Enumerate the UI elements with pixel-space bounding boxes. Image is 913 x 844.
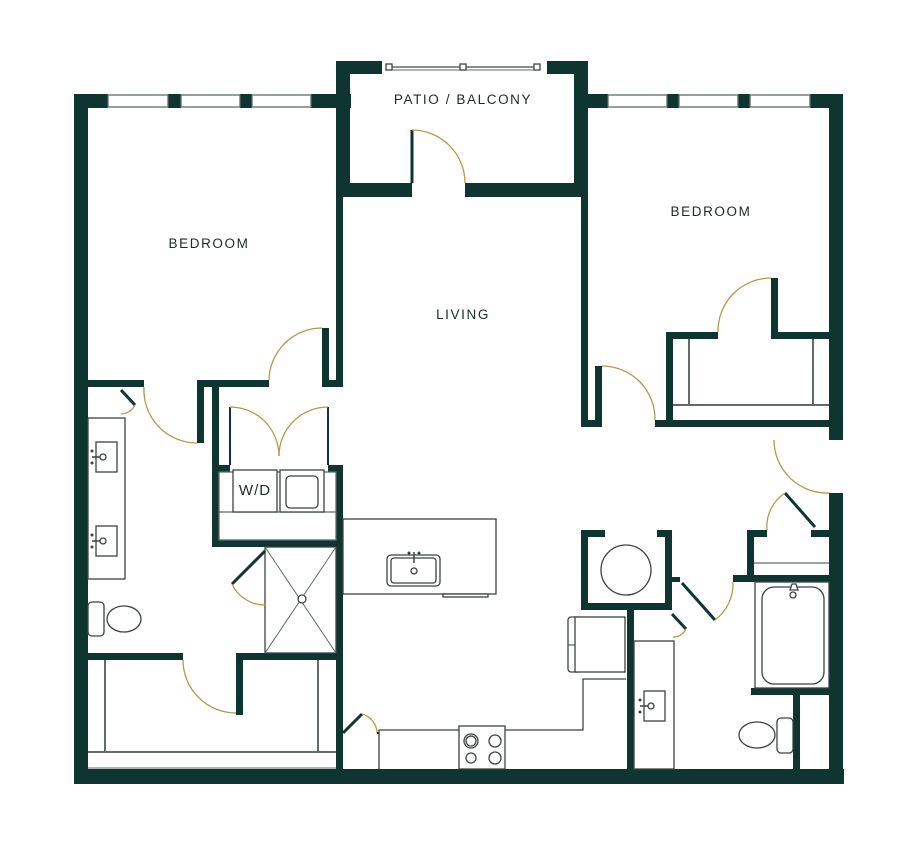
closet-left-door[interactable] bbox=[182, 659, 237, 714]
room-label-patio: PATIO / BALCONY bbox=[393, 92, 533, 107]
stove-icon bbox=[458, 725, 506, 770]
sink-icon bbox=[90, 525, 118, 557]
toilet-icon bbox=[738, 717, 794, 754]
closet-right-door[interactable] bbox=[717, 277, 772, 333]
sink-icon bbox=[90, 441, 118, 473]
interior-walls-right bbox=[581, 197, 830, 427]
exterior-walls bbox=[74, 94, 844, 784]
interior-walls-bath-right bbox=[581, 530, 831, 770]
closet-right bbox=[673, 339, 829, 406]
patio-door[interactable] bbox=[410, 129, 466, 184]
room-label-bedroom-right: BEDROOM bbox=[670, 204, 752, 219]
bathroom-left-door[interactable] bbox=[143, 386, 198, 444]
toilet-icon bbox=[87, 601, 142, 637]
interior-walls-left bbox=[88, 197, 343, 770]
shower-icon bbox=[264, 546, 337, 654]
bedroom-left-door[interactable] bbox=[268, 327, 323, 381]
kitchen-counter bbox=[378, 678, 626, 769]
linen-right-door[interactable] bbox=[754, 492, 829, 564]
water-heater-door[interactable] bbox=[680, 581, 734, 621]
closet-left bbox=[88, 660, 336, 769]
refrigerator-icon bbox=[567, 616, 626, 673]
shower-door[interactable] bbox=[230, 549, 267, 606]
entry-door[interactable] bbox=[773, 439, 830, 494]
window-icon bbox=[107, 94, 811, 108]
water-heater-icon bbox=[600, 544, 652, 596]
sink-icon bbox=[386, 551, 441, 587]
laundry-doors[interactable] bbox=[229, 406, 329, 465]
bedroom-right-door[interactable] bbox=[601, 365, 656, 421]
bathtub-icon bbox=[754, 581, 830, 689]
room-label-laundry: W/D bbox=[238, 482, 272, 499]
bath-right-closet-door[interactable] bbox=[670, 612, 688, 638]
room-label-living: LIVING bbox=[436, 307, 490, 322]
patio-walls bbox=[336, 61, 588, 197]
linen-door[interactable] bbox=[119, 388, 137, 415]
washer-dryer bbox=[218, 469, 337, 541]
room-label-bedroom-left: BEDROOM bbox=[168, 236, 250, 251]
pantry-door[interactable] bbox=[341, 712, 379, 735]
sink-icon bbox=[638, 690, 666, 722]
sliding-door-icon bbox=[385, 63, 541, 71]
